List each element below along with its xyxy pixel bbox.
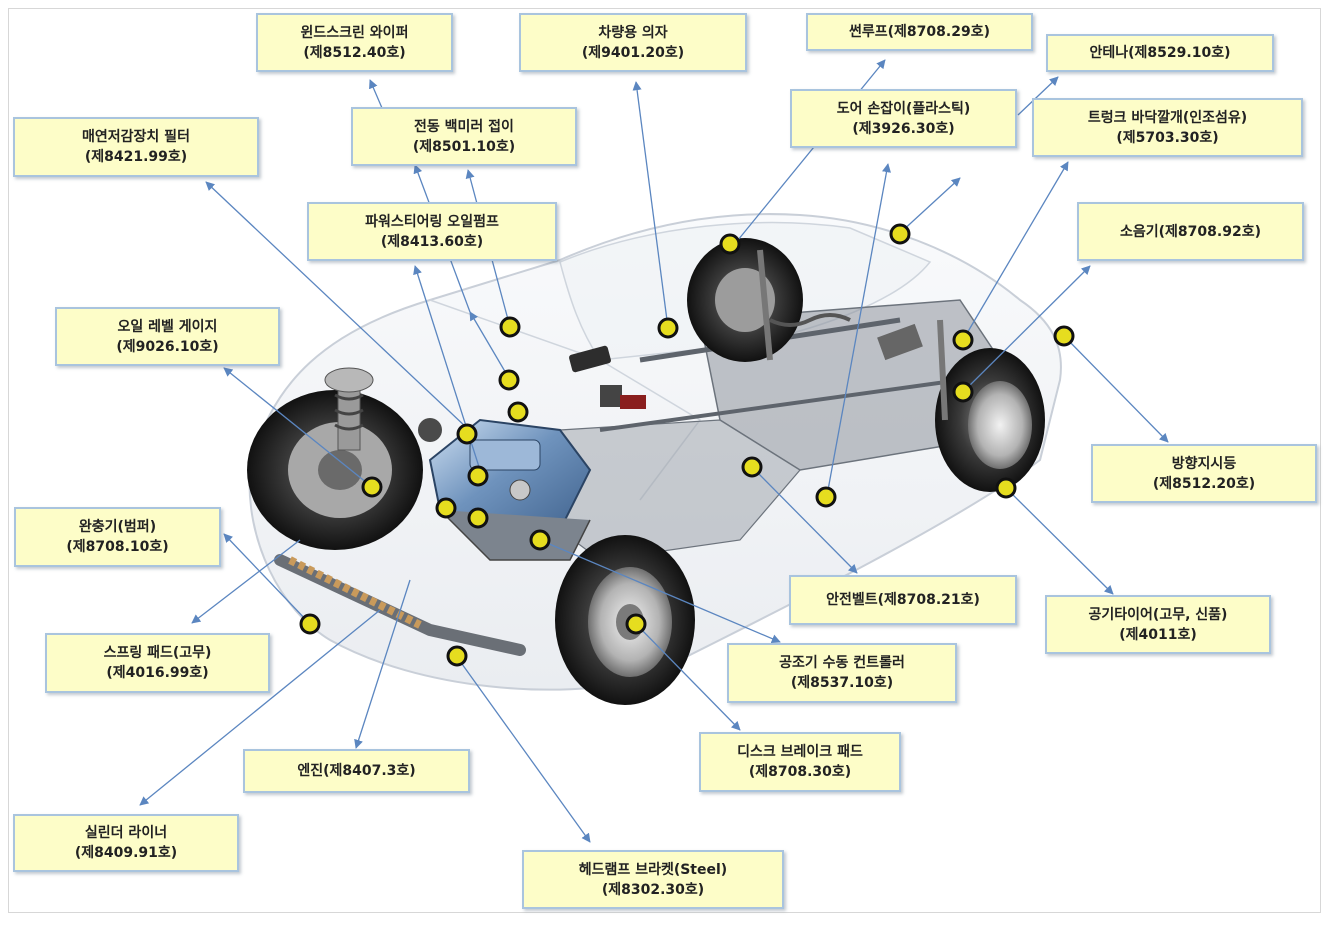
label-seatbelt: 안전벨트(제8708.21호)	[789, 575, 1017, 625]
label-brake-pad-code: (제8708.30호)	[748, 764, 852, 780]
marker-turn-signal	[1053, 325, 1075, 347]
label-wiper: 윈드스크린 와이퍼 (제8512.40호)	[256, 13, 453, 72]
label-spring-pad-code: (제4016.99호)	[106, 665, 209, 681]
label-oil-gauge-name: 오일 레벨 게이지	[117, 318, 218, 335]
marker-trunk-mat	[815, 486, 837, 508]
label-spring-pad: 스프링 패드(고무) (제4016.99호)	[45, 633, 270, 693]
label-trunk-mat: 트렁크 바닥깔개(인조섬유) (제5703.30호)	[1032, 98, 1303, 157]
label-emission-filter-code: (제8421.99호)	[84, 149, 188, 165]
label-spring-pad-name: 스프링 패드(고무)	[103, 645, 212, 661]
label-wiper-name: 윈드스크린 와이퍼	[300, 24, 409, 41]
marker-muffler	[952, 329, 974, 351]
label-headlamp-bracket-code: (제8302.30호)	[601, 881, 705, 898]
marker-emission-filter	[456, 423, 478, 445]
label-trunk-mat-code: (제5703.30호)	[1116, 129, 1219, 146]
label-cylinder-liner: 실린더 라이너 (제8409.91호)	[13, 814, 239, 872]
label-bumper-code: (제8708.10호)	[66, 539, 169, 555]
marker-mirror-fold	[498, 369, 520, 391]
label-power-steering-name: 파워스티어링 오일펌프	[365, 213, 499, 230]
front-left-wheel	[247, 390, 423, 550]
marker-door-handle	[889, 223, 911, 245]
label-wiper-code: (제8512.40호)	[303, 44, 406, 61]
label-brake-pad: 디스크 브레이크 패드 (제8708.30호)	[699, 732, 901, 792]
marker-headlamp-bracket	[446, 645, 468, 667]
misc-components	[569, 323, 923, 409]
label-tire-name: 공기타이어(고무, 신품)	[1088, 606, 1228, 623]
marker-cylinder-liner	[435, 497, 457, 519]
label-seat-code: (제9401.20호)	[581, 44, 685, 61]
label-turn-signal-code: (제8512.20호)	[1152, 475, 1256, 492]
label-engine: 엔진(제8407.3호)	[243, 749, 470, 793]
front-right-wheel	[555, 535, 695, 705]
front-strut	[324, 367, 374, 451]
label-power-steering-code: (제8413.60호)	[380, 233, 484, 250]
label-mirror-fold-code: (제8501.10호)	[412, 138, 516, 155]
marker-engine	[467, 465, 489, 487]
chassis	[274, 299, 1001, 656]
label-headlamp-bracket-name: 헤드램프 브라켓(Steel)	[578, 861, 728, 878]
label-ac-controller-name: 공조기 수동 컨트롤러	[779, 655, 905, 671]
label-sunroof: 썬루프(제8708.29호)	[806, 13, 1033, 51]
label-turn-signal-name: 방향지시등	[1171, 455, 1237, 472]
label-turn-signal: 방향지시등 (제8512.20호)	[1091, 444, 1317, 503]
marker-wiper	[507, 401, 529, 423]
label-seat-name: 차량용 의자	[598, 24, 668, 41]
marker-brake-pad	[625, 613, 647, 635]
marker-bumper	[361, 476, 383, 498]
part-markers	[299, 223, 1075, 667]
label-antenna: 안테나(제8529.10호)	[1046, 34, 1274, 72]
marker-antenna	[952, 381, 974, 403]
label-sunroof-name: 썬루프(제8708.29호)	[849, 24, 990, 40]
label-muffler: 소음기(제8708.92호)	[1077, 202, 1304, 261]
label-seatbelt-name: 안전벨트(제8708.21호)	[826, 592, 980, 608]
label-ac-controller-code: (제8537.10호)	[790, 675, 894, 691]
rear-left-wheel	[687, 238, 803, 362]
label-mirror-fold: 전동 백미러 접이 (제8501.10호)	[351, 107, 577, 166]
label-mirror-fold-name: 전동 백미러 접이	[414, 118, 514, 135]
label-door-handle-name: 도어 손잡이(플라스틱)	[836, 100, 971, 117]
marker-spring-pad	[299, 613, 321, 635]
label-muffler-name: 소음기(제8708.92호)	[1120, 223, 1261, 240]
marker-oil-gauge	[467, 507, 489, 529]
label-ac-controller: 공조기 수동 컨트롤러 (제8537.10호)	[727, 643, 957, 703]
label-power-steering: 파워스티어링 오일펌프 (제8413.60호)	[307, 202, 557, 261]
label-emission-filter: 매연저감장치 필터 (제8421.99호)	[13, 117, 259, 177]
label-emission-filter-name: 매연저감장치 필터	[82, 129, 190, 145]
label-cylinder-liner-code: (제8409.91호)	[74, 845, 178, 861]
label-headlamp-bracket: 헤드램프 브라켓(Steel) (제8302.30호)	[522, 850, 784, 909]
label-seat: 차량용 의자 (제9401.20호)	[519, 13, 747, 72]
label-brake-pad-name: 디스크 브레이크 패드	[737, 744, 863, 760]
label-tire-code: (제4011호)	[1119, 626, 1197, 643]
label-oil-gauge-code: (제9026.10호)	[116, 338, 219, 355]
label-bumper: 완충기(범퍼) (제8708.10호)	[14, 507, 221, 567]
label-engine-name: 엔진(제8407.3호)	[297, 763, 416, 779]
label-tire: 공기타이어(고무, 신품) (제4011호)	[1045, 595, 1271, 654]
marker-ac-controller	[529, 529, 551, 551]
marker-tire	[995, 477, 1017, 499]
marker-power-steering	[499, 316, 521, 338]
rear-right-wheel	[935, 348, 1045, 492]
label-trunk-mat-name: 트렁크 바닥깔개(인조섬유)	[1087, 109, 1248, 126]
marker-sunroof	[719, 233, 741, 255]
marker-seat	[657, 317, 679, 339]
marker-seatbelt	[741, 456, 763, 478]
label-cylinder-liner-name: 실린더 라이너	[84, 825, 168, 841]
label-bumper-name: 완충기(범퍼)	[78, 519, 157, 535]
label-oil-gauge: 오일 레벨 게이지 (제9026.10호)	[55, 307, 280, 366]
label-door-handle: 도어 손잡이(플라스틱) (제3926.30호)	[790, 89, 1017, 148]
rear-suspension	[757, 249, 948, 421]
label-door-handle-code: (제3926.30호)	[852, 120, 955, 137]
label-antenna-name: 안테나(제8529.10호)	[1089, 45, 1231, 61]
